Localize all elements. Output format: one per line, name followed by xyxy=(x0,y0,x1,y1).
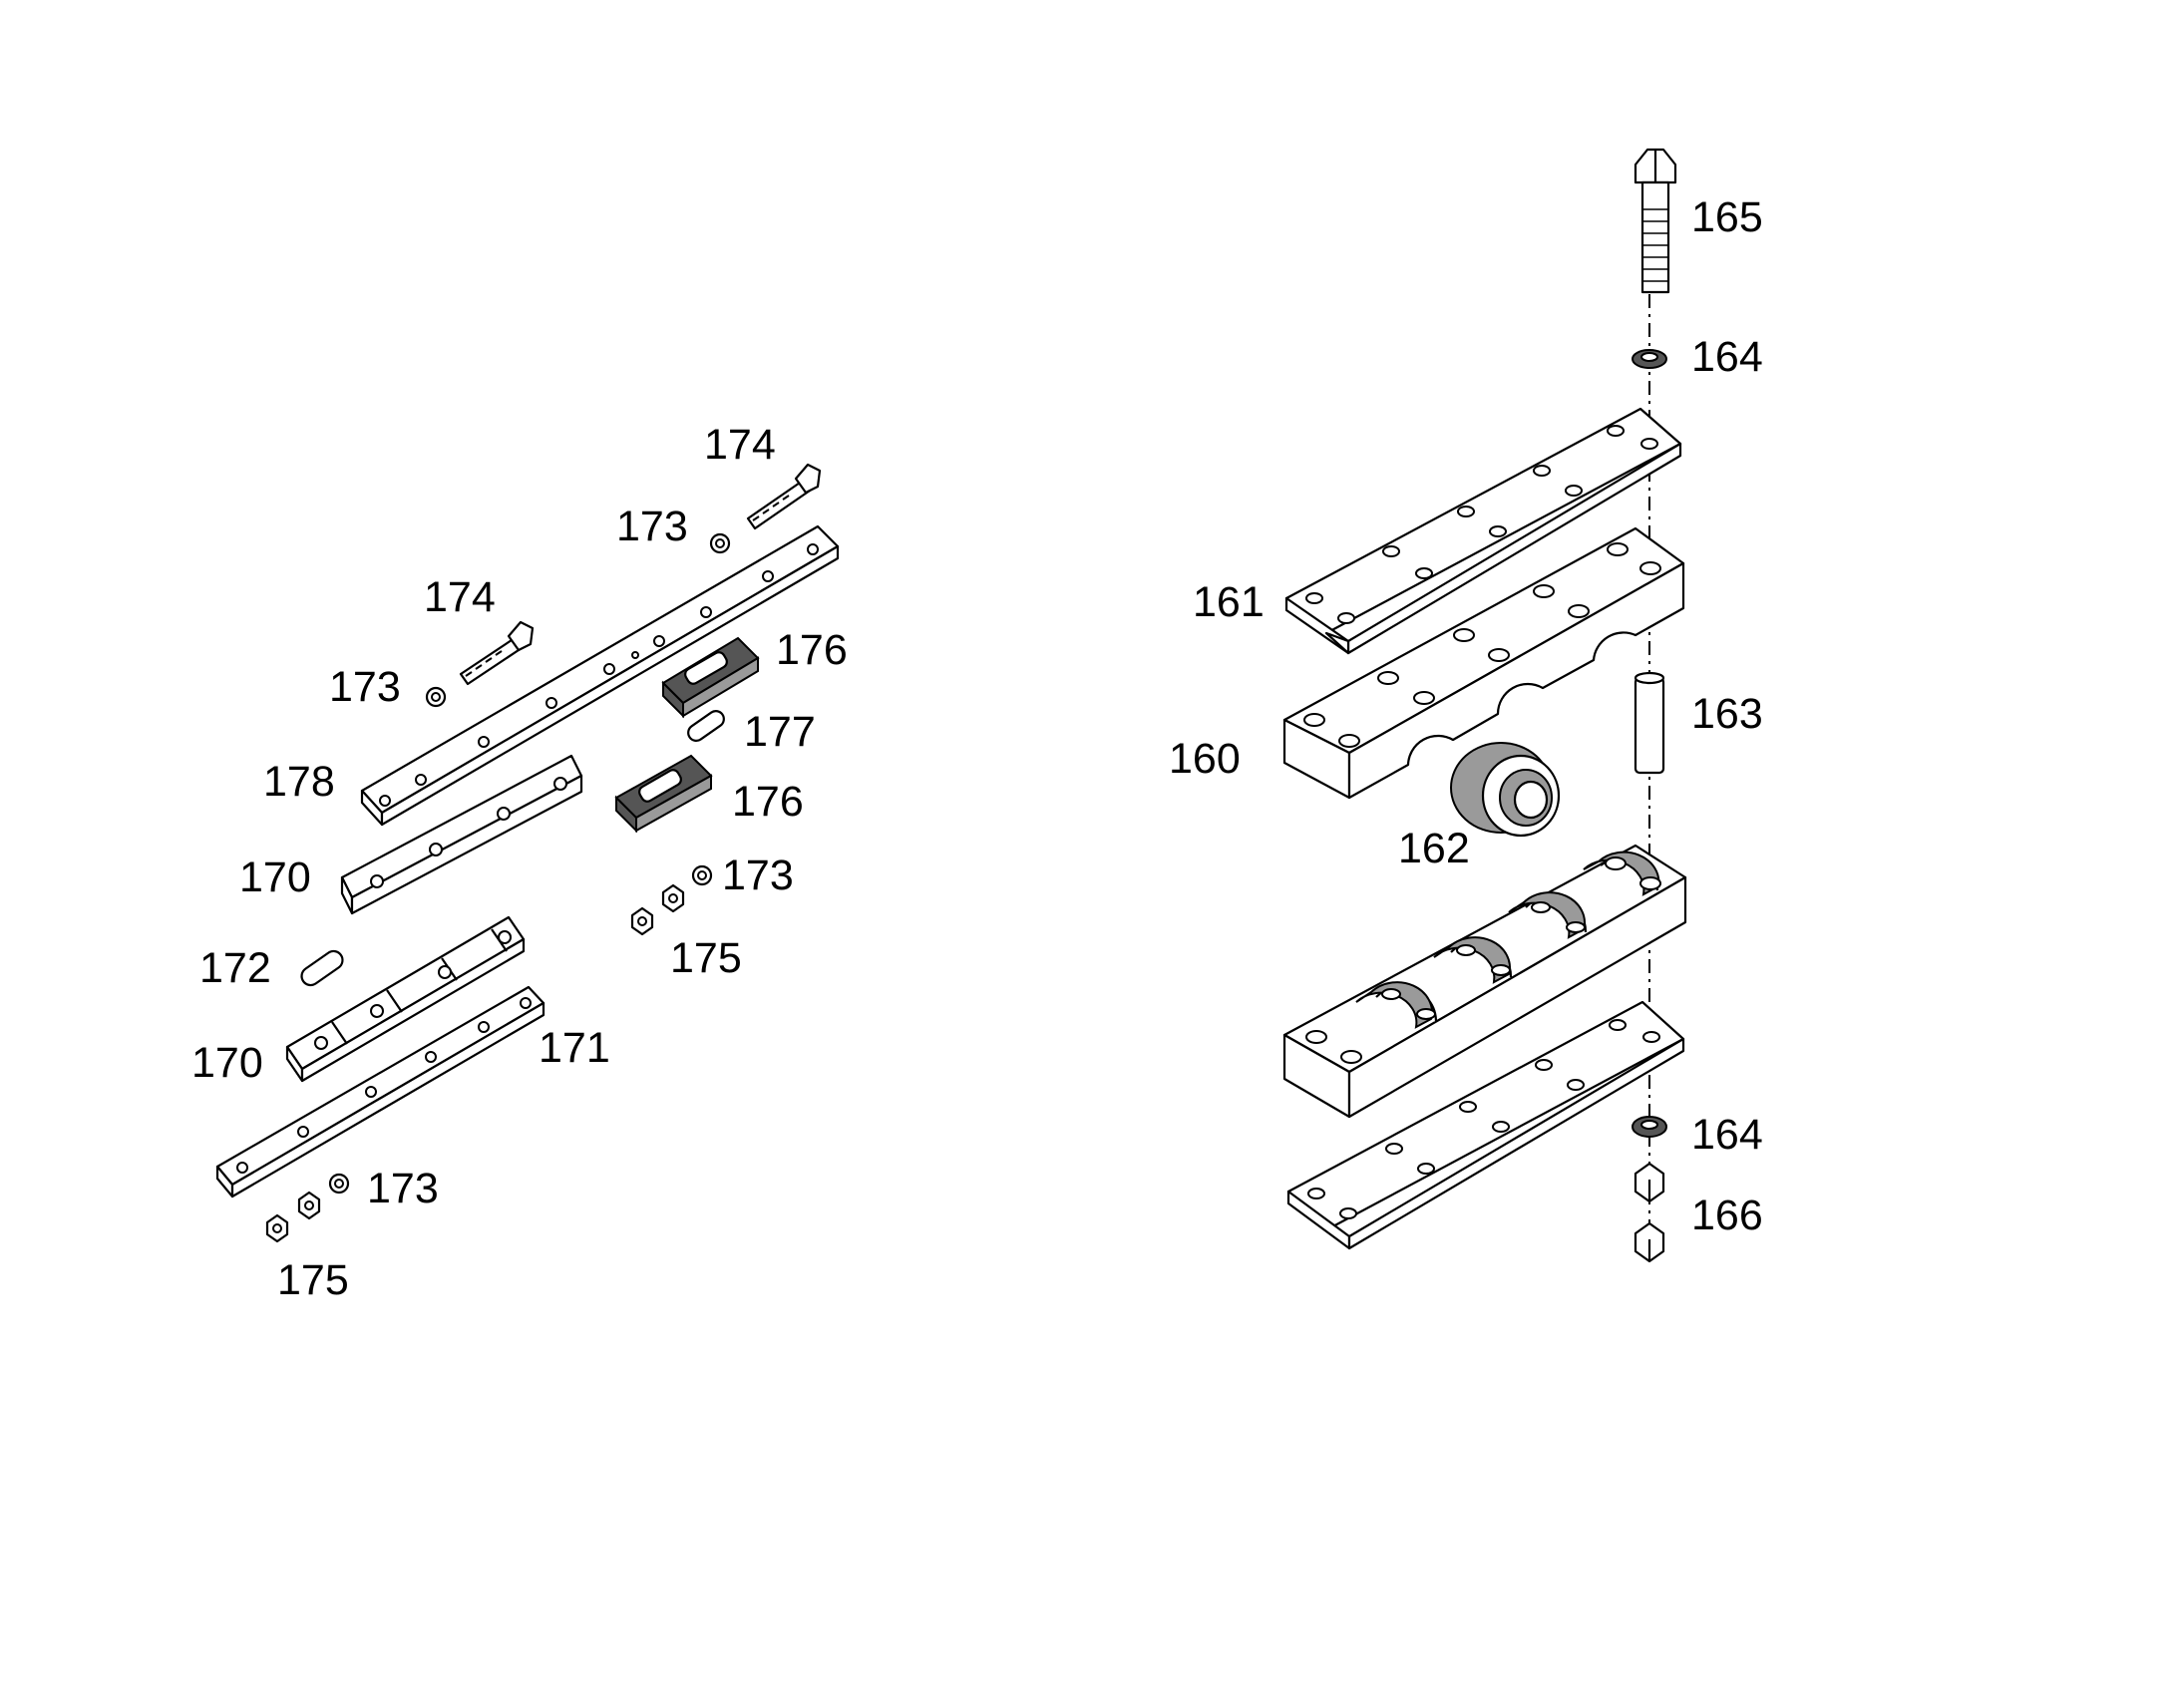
clamp-block-176-bottom xyxy=(614,754,713,834)
label-164-bottom: 164 xyxy=(1691,1111,1763,1159)
nuts-166 xyxy=(1634,1162,1665,1263)
label-177: 177 xyxy=(744,708,816,756)
label-165: 165 xyxy=(1691,193,1763,241)
insert-162 xyxy=(1450,742,1561,838)
label-161: 161 xyxy=(1193,578,1265,626)
label-163: 163 xyxy=(1691,690,1763,738)
label-176-top: 176 xyxy=(776,626,848,674)
bolt-174-second xyxy=(459,620,535,686)
label-172: 172 xyxy=(199,944,271,992)
bolt-165 xyxy=(1634,148,1677,294)
label-173-bottom: 173 xyxy=(367,1165,439,1212)
label-170-bottom: 170 xyxy=(191,1039,263,1087)
bar-178 xyxy=(360,524,840,827)
label-174-top: 174 xyxy=(704,421,776,469)
washer-164-bottom xyxy=(1632,1116,1667,1138)
washer-164-top xyxy=(1632,349,1667,369)
label-166: 166 xyxy=(1691,1192,1763,1239)
label-175-mid: 175 xyxy=(670,934,742,982)
label-178: 178 xyxy=(263,758,335,806)
label-170-top: 170 xyxy=(239,854,311,901)
spacer-163 xyxy=(1634,671,1665,775)
label-173-mid: 173 xyxy=(722,852,794,899)
label-162: 162 xyxy=(1398,825,1470,872)
label-173-top: 173 xyxy=(616,503,688,550)
pin-177 xyxy=(687,710,725,742)
bracket-170-bottom xyxy=(285,915,526,1083)
clamp-block-176-top xyxy=(661,636,760,719)
bolt-174-top xyxy=(746,463,822,530)
nuts-175-mid xyxy=(630,883,685,936)
nuts-175-bottom xyxy=(265,1191,321,1243)
label-176-bottom: 176 xyxy=(732,778,804,826)
bar-171 xyxy=(215,985,545,1198)
label-171: 171 xyxy=(539,1024,610,1072)
washer-173-bottom xyxy=(328,1173,350,1195)
clamp-block-lower xyxy=(1282,844,1687,1119)
washer-173-second xyxy=(425,686,447,708)
plate-161 xyxy=(1284,407,1682,655)
plate-lower xyxy=(1286,1000,1685,1250)
washer-173-mid xyxy=(691,864,713,886)
label-175-bottom: 175 xyxy=(277,1256,349,1304)
bracket-170-top xyxy=(340,754,583,915)
label-160: 160 xyxy=(1169,735,1241,783)
label-164-top: 164 xyxy=(1691,333,1763,381)
clamp-block-160-upper xyxy=(1282,526,1685,800)
pin-172 xyxy=(300,949,344,987)
washer-173-top xyxy=(709,532,731,554)
label-173-second: 173 xyxy=(329,663,401,711)
label-174-second: 174 xyxy=(424,573,496,621)
